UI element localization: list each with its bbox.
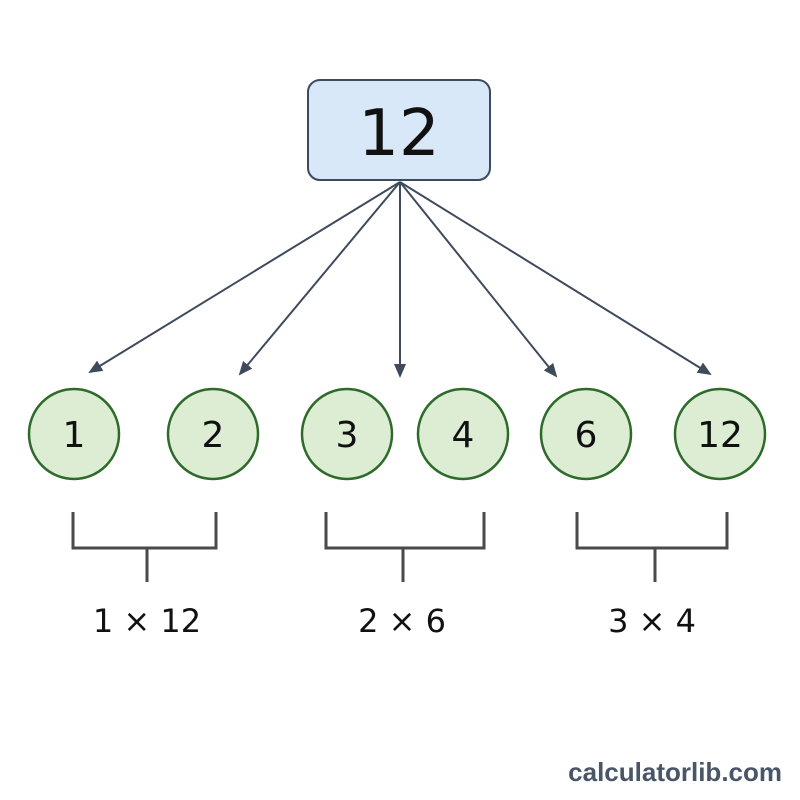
pair-bracket	[324, 512, 486, 582]
factor-node: 6	[539, 387, 633, 481]
factor-nodes: 1 2 3 4 6 12	[27, 387, 767, 481]
pair-labels: 1 × 12 2 × 6 3 × 4	[93, 602, 696, 640]
arrow-to-factor-12	[399, 181, 712, 376]
factor-label: 3	[336, 415, 359, 456]
pair-bracket	[575, 512, 729, 582]
arrow-to-factor-1	[88, 181, 401, 374]
root-box	[307, 79, 491, 181]
factor-label: 4	[452, 415, 475, 456]
factor-label: 12	[697, 415, 743, 456]
pair-bracket	[71, 512, 218, 582]
factor-node: 12	[673, 387, 767, 481]
factor-node: 1	[27, 387, 121, 481]
factor-node: 2	[166, 387, 260, 481]
arrow-to-factor-6	[399, 181, 558, 378]
factor-node: 3	[300, 387, 394, 481]
pair-brackets	[71, 512, 729, 582]
pair-label: 2 × 6	[358, 602, 446, 640]
pair-label: 3 × 4	[608, 602, 696, 640]
arrow-to-factor-2	[238, 181, 401, 376]
root-label: 12	[358, 97, 439, 171]
factor-label: 2	[202, 415, 225, 456]
factor-label: 1	[63, 415, 86, 456]
root-node: 12	[307, 79, 491, 181]
arrows	[88, 181, 712, 378]
watermark: calculatorlib.com	[568, 757, 782, 787]
factor-label: 6	[575, 415, 598, 456]
factor-node: 4	[416, 387, 510, 481]
pair-label: 1 × 12	[93, 602, 201, 640]
